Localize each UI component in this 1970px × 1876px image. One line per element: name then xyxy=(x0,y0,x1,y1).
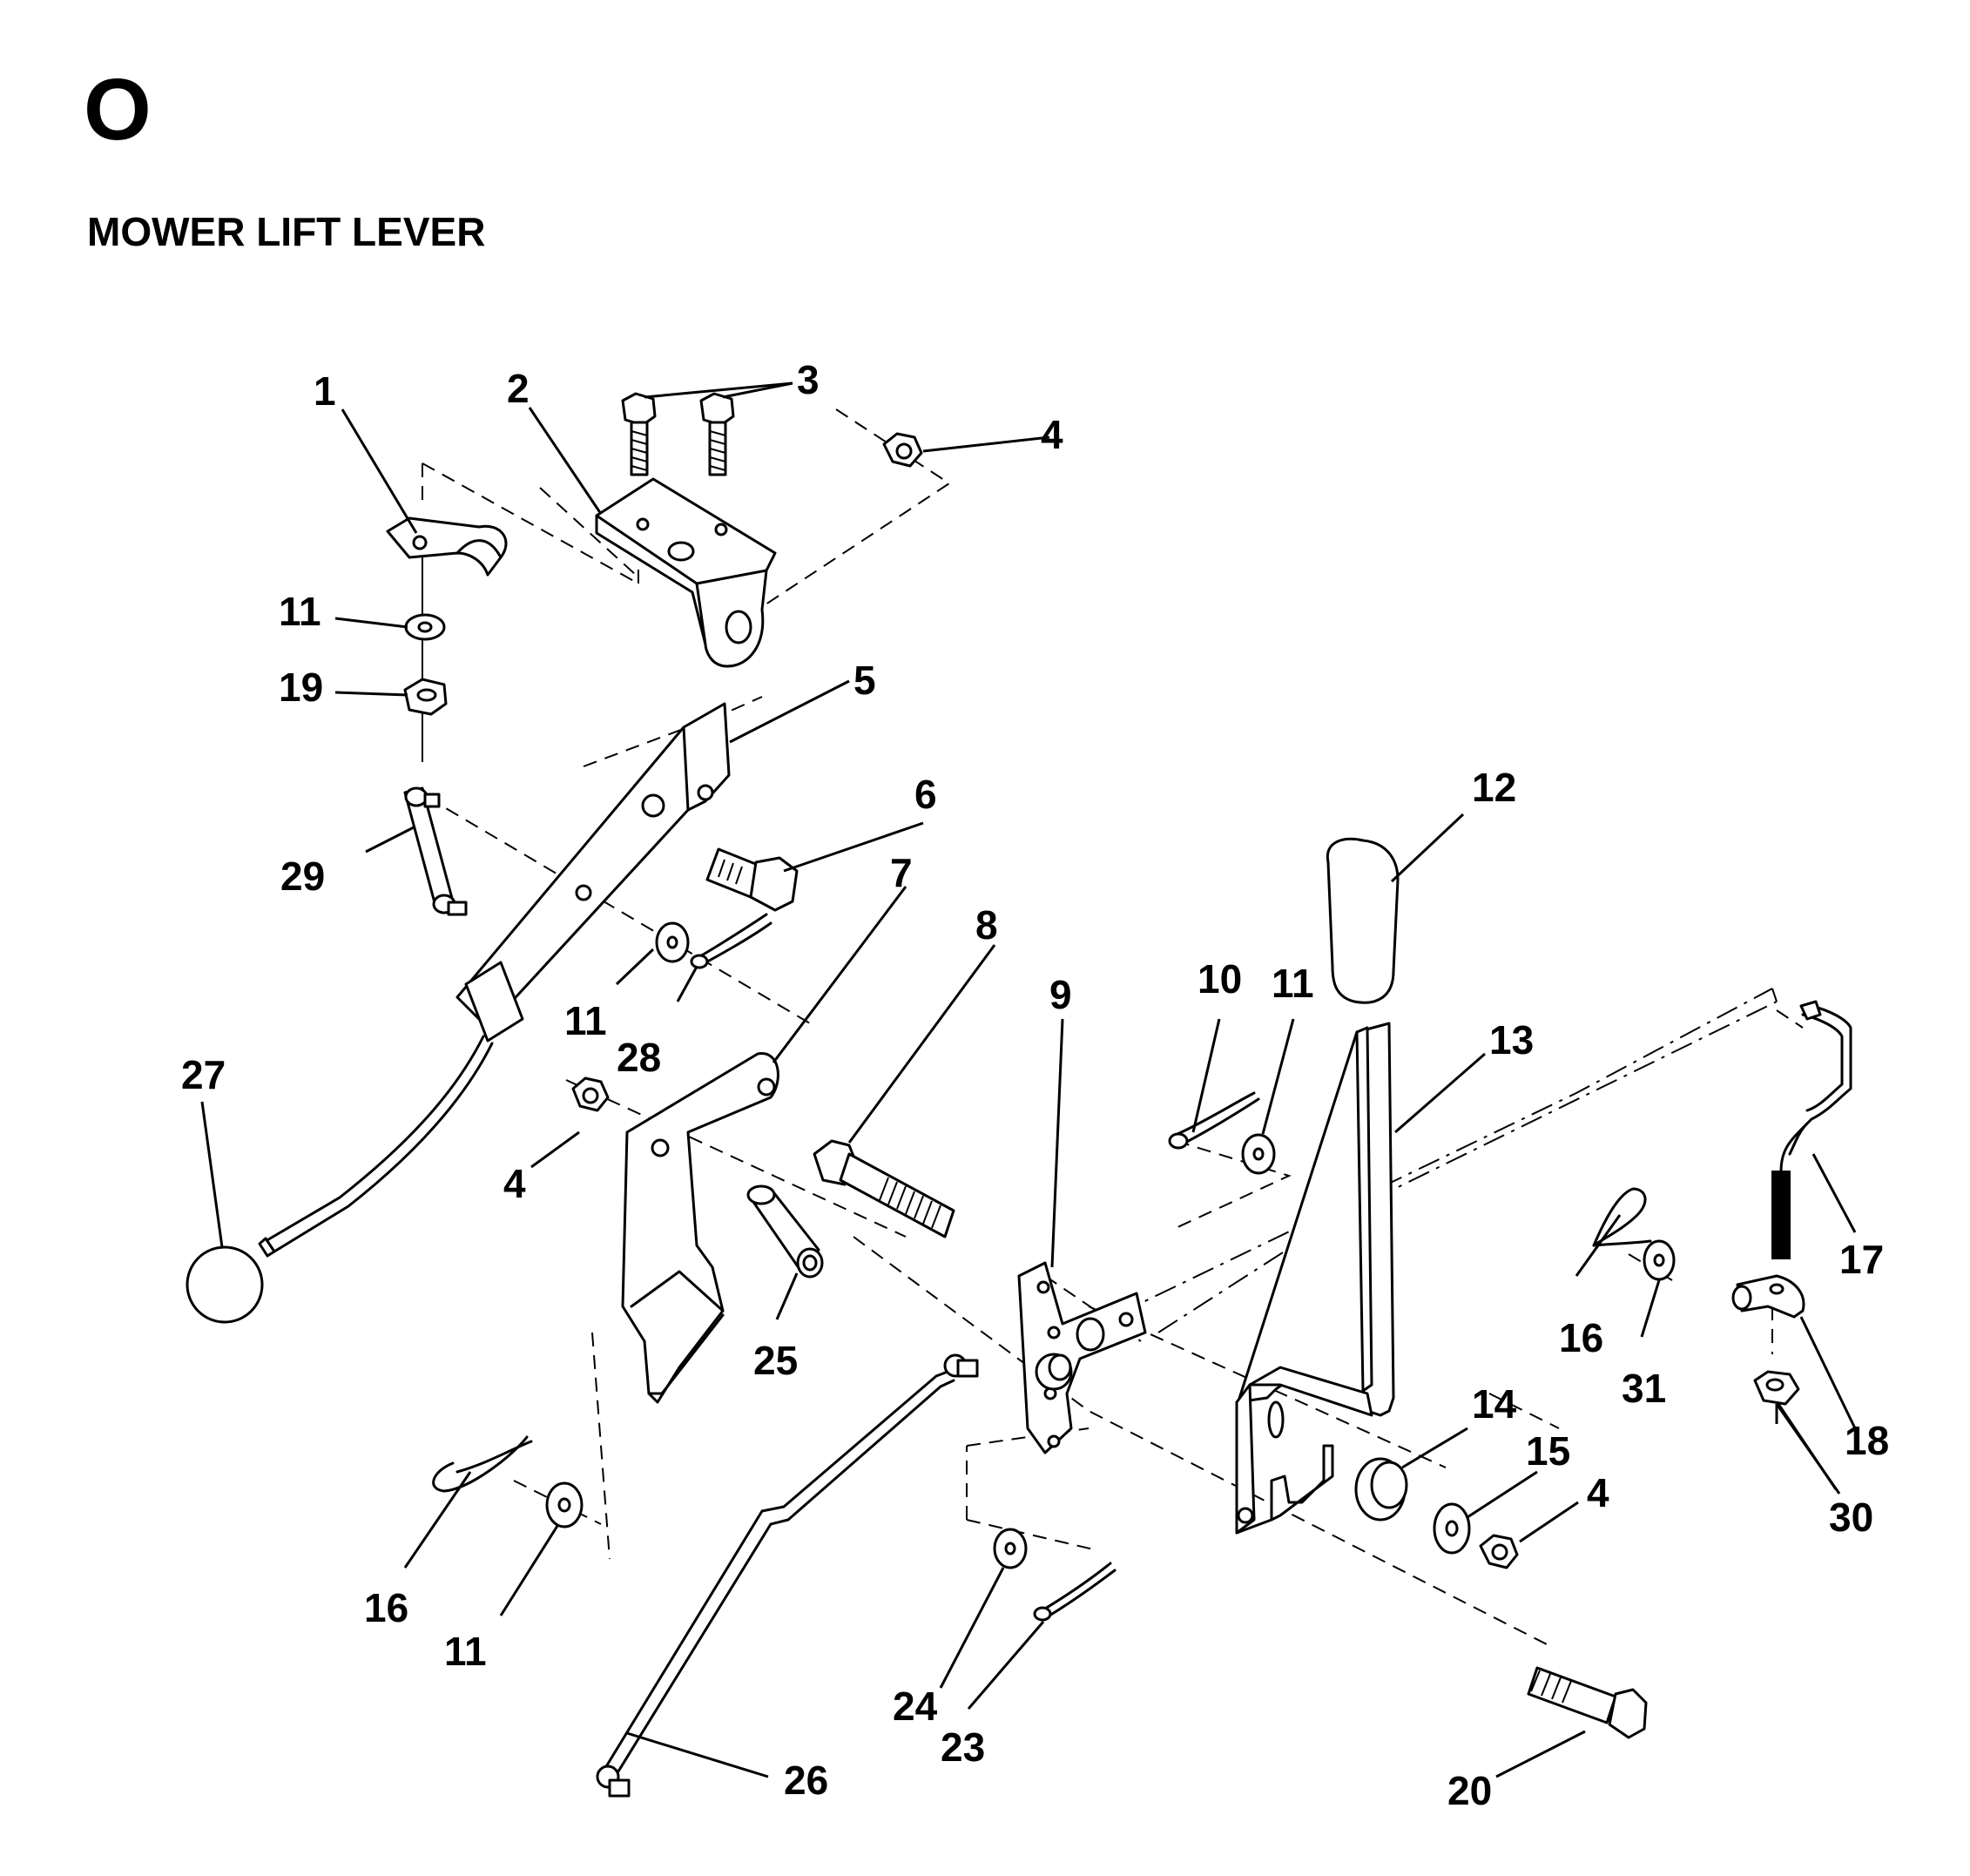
part-11-washer-b xyxy=(655,921,690,963)
part-29-link xyxy=(403,786,468,916)
callout-6: 6 xyxy=(914,772,937,817)
part-5-lever-arm xyxy=(258,702,731,1258)
part-6-bolt xyxy=(705,847,799,912)
callout-31: 31 xyxy=(1622,1366,1666,1411)
callout-5: 5 xyxy=(853,658,876,703)
part-8-long-bolt xyxy=(813,1139,955,1238)
part-17-rod xyxy=(1771,1000,1852,1259)
callout-15: 15 xyxy=(1526,1428,1570,1474)
callout-9: 9 xyxy=(1049,972,1072,1017)
part-11-washer-c xyxy=(1241,1133,1276,1175)
part-11-washer-d xyxy=(545,1481,584,1528)
callout-18: 18 xyxy=(1845,1418,1889,1463)
part-7-plate xyxy=(621,1052,779,1404)
part-28-cotter-pin xyxy=(690,913,772,969)
callout-1: 1 xyxy=(314,368,336,414)
part-25-tube xyxy=(746,1184,824,1279)
part-31-washer xyxy=(1643,1239,1676,1281)
callout-29: 29 xyxy=(280,854,325,899)
callout-8: 8 xyxy=(975,902,998,948)
callout-24: 24 xyxy=(893,1684,938,1729)
part-15-washer xyxy=(1433,1502,1471,1555)
part-9-pivot-plate xyxy=(1017,1261,1147,1454)
callout-7: 7 xyxy=(890,850,913,895)
part-20-bolt xyxy=(1527,1666,1648,1739)
part-4-nut-mid xyxy=(571,1076,610,1112)
callout-17: 17 xyxy=(1839,1237,1884,1282)
page-title: MOWER LIFT LEVER xyxy=(87,209,485,254)
callout-4-right: 4 xyxy=(1587,1470,1609,1515)
callout-11-bottom: 11 xyxy=(444,1629,487,1674)
callout-27: 27 xyxy=(181,1052,226,1097)
section-letter: O xyxy=(84,61,152,159)
callout-20: 20 xyxy=(1447,1768,1492,1813)
part-1-clip xyxy=(386,516,508,577)
assembly-lines xyxy=(422,408,1804,1647)
callout-26: 26 xyxy=(784,1758,828,1803)
part-3-bolts xyxy=(621,392,735,476)
callout-19: 19 xyxy=(279,665,323,710)
part-19-nut xyxy=(403,678,448,716)
callout-4-top: 4 xyxy=(1041,412,1063,457)
part-27-knob xyxy=(186,1245,264,1324)
callout-13: 13 xyxy=(1489,1017,1534,1063)
callout-14: 14 xyxy=(1472,1381,1517,1427)
callout-11-mid: 11 xyxy=(564,998,607,1043)
callout-11-top: 11 xyxy=(279,589,321,634)
callout-4-mid: 4 xyxy=(503,1161,526,1206)
callout-3: 3 xyxy=(797,357,820,402)
part-26-long-rod xyxy=(596,1353,979,1798)
part-18-ferrule xyxy=(1731,1274,1805,1319)
part-2-bracket xyxy=(595,477,777,668)
part-23-cotter-pin xyxy=(1033,1562,1117,1622)
callout-25: 25 xyxy=(753,1338,798,1383)
part-11-washer-a xyxy=(404,613,446,641)
part-14-bushing xyxy=(1354,1457,1408,1522)
part-30-nut xyxy=(1753,1370,1800,1406)
callout-11-right: 11 xyxy=(1272,961,1314,1006)
part-4-nut-right xyxy=(1479,1534,1519,1569)
part-12-grip xyxy=(1326,837,1400,1004)
callout-23: 23 xyxy=(941,1724,985,1770)
part-10-cotter-pin xyxy=(1168,1091,1260,1150)
part-13-lever xyxy=(1235,1022,1395,1535)
part-4-nut-top xyxy=(882,432,923,468)
callout-30: 30 xyxy=(1829,1495,1873,1540)
callout-28: 28 xyxy=(617,1035,661,1080)
callout-10: 10 xyxy=(1198,956,1242,1002)
callout-12: 12 xyxy=(1472,765,1516,810)
callout-16-left: 16 xyxy=(364,1585,408,1630)
part-24-washer xyxy=(993,1528,1028,1569)
part-16-hairpin-left xyxy=(432,1435,533,1493)
callout-labels: 1 2 3 4 5 6 7 8 9 10 11 11 11 11 12 13 1… xyxy=(181,357,1889,1813)
callout-2: 2 xyxy=(507,366,530,411)
part-16-hairpin-right xyxy=(1592,1187,1652,1247)
callout-16-right: 16 xyxy=(1559,1315,1603,1360)
leader-lines xyxy=(200,381,1857,1778)
